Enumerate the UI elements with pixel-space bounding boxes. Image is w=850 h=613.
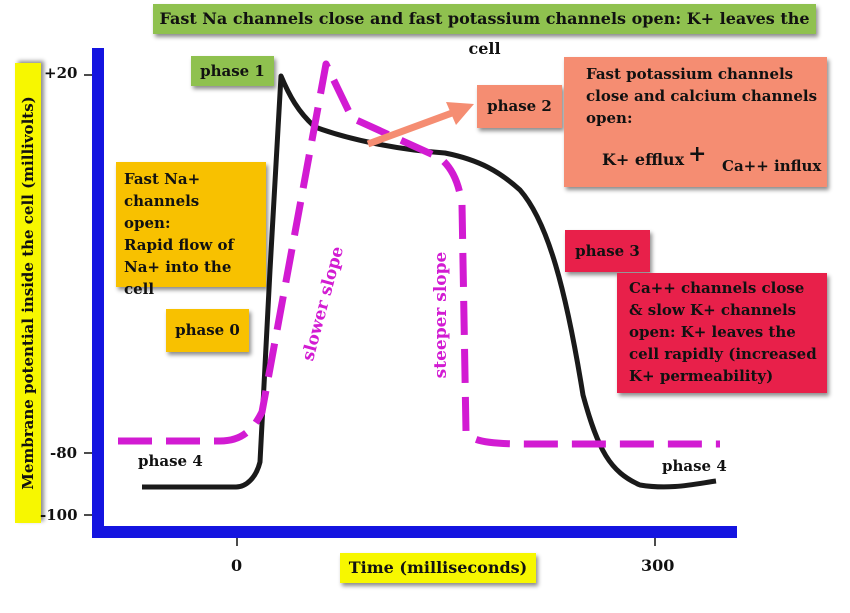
x-axis	[92, 526, 737, 538]
ca-note-line-5: K+ permeability)	[629, 367, 774, 385]
x-tick-300: 300	[641, 556, 675, 575]
phase-4-left-label: phase 4	[138, 452, 203, 470]
phase-0-box: phase 0	[166, 309, 249, 352]
y-tick-20: +20	[44, 64, 78, 82]
phase-2-label: phase 2	[487, 97, 552, 115]
y-tick-minus100: -100	[40, 506, 78, 524]
na-note-line-3: open:	[124, 214, 171, 232]
x-axis-label-box: Time (milliseconds)	[340, 553, 536, 583]
phase-2-box: phase 2	[477, 85, 562, 128]
phase2-arrow-head	[446, 102, 474, 125]
k-efflux-label: K+ efflux	[602, 150, 685, 169]
steeper-slope-label: steeper slope	[431, 251, 451, 378]
phase-3-box: phase 3	[565, 230, 650, 272]
plus-sign: +	[688, 141, 707, 167]
k-note-line-1: Fast potassium channels	[586, 65, 794, 83]
y-axis-label: Membrane potential inside the cell (mill…	[19, 96, 37, 490]
x-axis-label: Time (milliseconds)	[348, 558, 528, 577]
ca-note-line-2: & slow K+ channels	[629, 301, 797, 319]
phase-4-right-label: phase 4	[662, 457, 727, 475]
ca-note-line-3: open: K+ leaves the	[629, 323, 796, 341]
title-text: Fast Na channels close and fast potassiu…	[159, 9, 810, 58]
na-note-line-1: Fast Na+	[124, 170, 201, 188]
ca-note-line-1: Ca++ channels close	[629, 279, 805, 297]
na-note-line-4: Rapid flow of	[124, 236, 234, 254]
ca-note-line-4: cell rapidly (increased	[629, 345, 817, 363]
title-box: Fast Na channels close and fast potassiu…	[153, 4, 816, 58]
slower-slope-label: slower slope	[298, 244, 348, 363]
ca-channels-close-note: Ca++ channels close & slow K+ channels o…	[617, 273, 827, 393]
solid-action-potential-curve	[142, 73, 717, 490]
ca-influx-label: Ca++ influx	[722, 157, 822, 175]
na-channels-open-note: Fast Na+ channels open: Rapid flow of Na…	[116, 162, 266, 298]
phase2-arrow-shaft	[366, 109, 454, 148]
phase-3-label: phase 3	[575, 242, 640, 260]
x-tick-0: 0	[231, 556, 243, 575]
k-channels-close-note: Fast potassium channels close and calciu…	[564, 57, 827, 187]
y-axis-label-box: Membrane potential inside the cell (mill…	[15, 63, 41, 523]
k-note-line-2: close and calcium channels	[586, 87, 818, 105]
y-axis	[92, 48, 104, 538]
phase-0-label: phase 0	[175, 321, 240, 339]
na-note-line-2: channels	[124, 192, 200, 210]
na-note-line-5: Na+ into the cell	[124, 258, 232, 298]
phase-1-label: phase 1	[200, 62, 265, 80]
k-note-line-3: open:	[586, 109, 633, 127]
phase-1-box: phase 1	[191, 56, 274, 86]
dashed-action-potential-curve	[118, 60, 720, 448]
y-tick-minus80: -80	[50, 444, 78, 462]
